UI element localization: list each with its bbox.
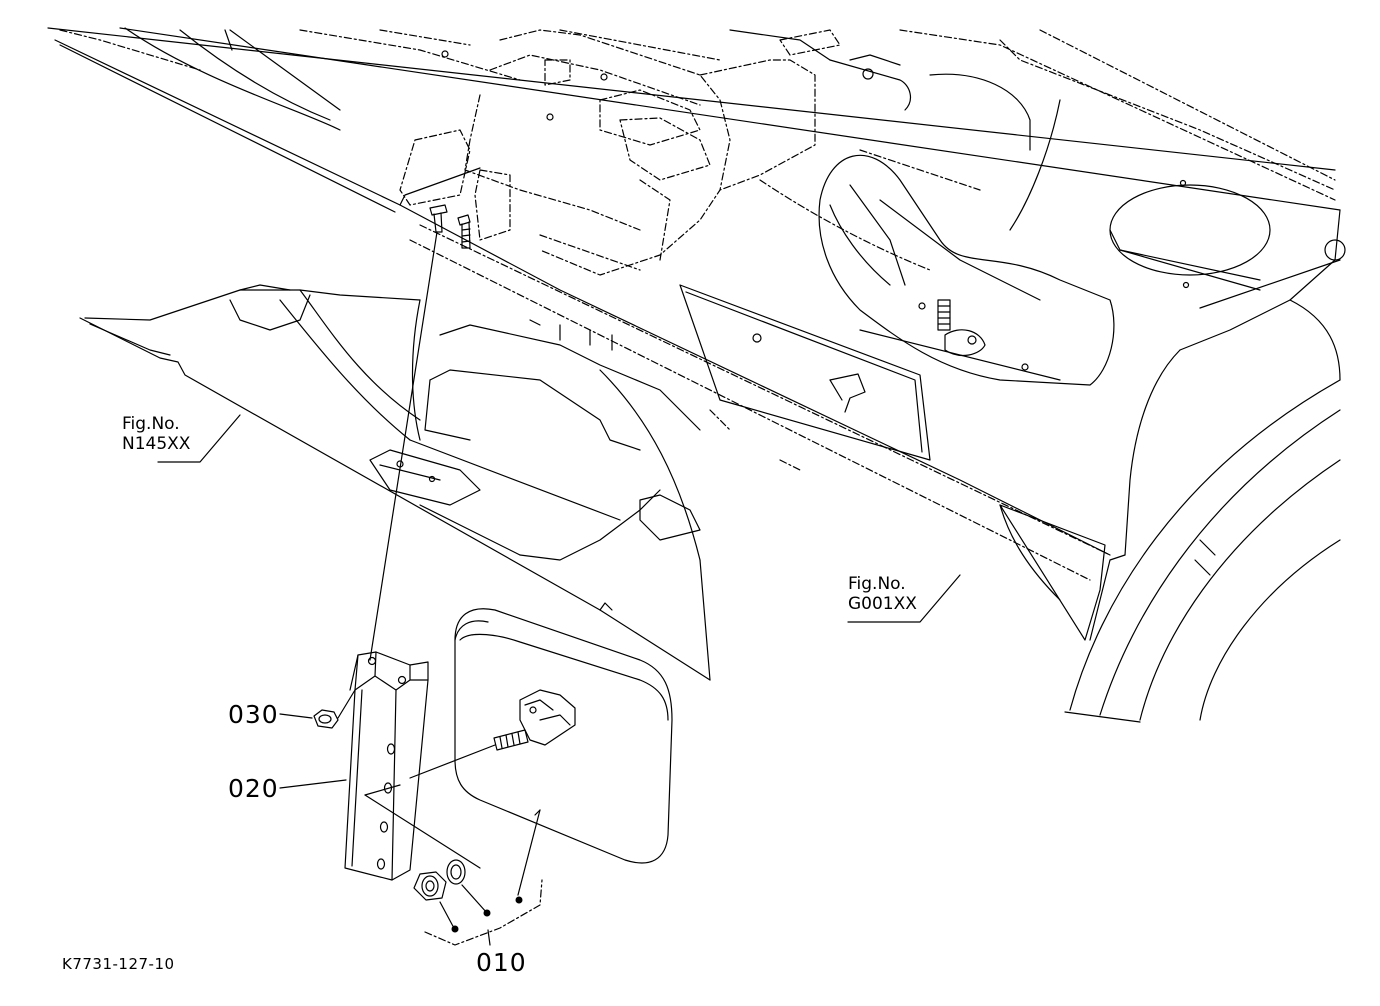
upper-body-panel	[47, 27, 1346, 641]
figure-ref-n145xx-line2: N145XX	[122, 434, 191, 454]
fender	[1064, 379, 1341, 723]
part-number-030: 030	[228, 700, 279, 729]
figure-ref-n145xx: Fig.No. N145XX	[122, 414, 190, 454]
drawing-code: K7731-127-10	[62, 955, 175, 973]
leader-lines	[157, 414, 961, 946]
nut-and-washer	[413, 859, 466, 901]
lower-step-panel	[79, 284, 711, 681]
figure-ref-n145xx-line1: Fig.No.	[122, 414, 180, 434]
mounting-bolts	[369, 204, 471, 661]
figure-ref-g001xx: Fig.No. G001XX	[848, 574, 917, 614]
part-number-020: 020	[228, 774, 279, 803]
mirror-bracket	[344, 651, 429, 881]
part-number-010: 010	[476, 948, 527, 977]
figure-ref-g001xx-line2: G001XX	[848, 594, 917, 614]
hidden-structure	[59, 29, 1336, 581]
figure-ref-g001xx-line1: Fig.No.	[848, 574, 906, 594]
callout-dots	[451, 896, 523, 933]
mirror-head	[364, 608, 673, 869]
flange-nut-030	[313, 709, 339, 729]
